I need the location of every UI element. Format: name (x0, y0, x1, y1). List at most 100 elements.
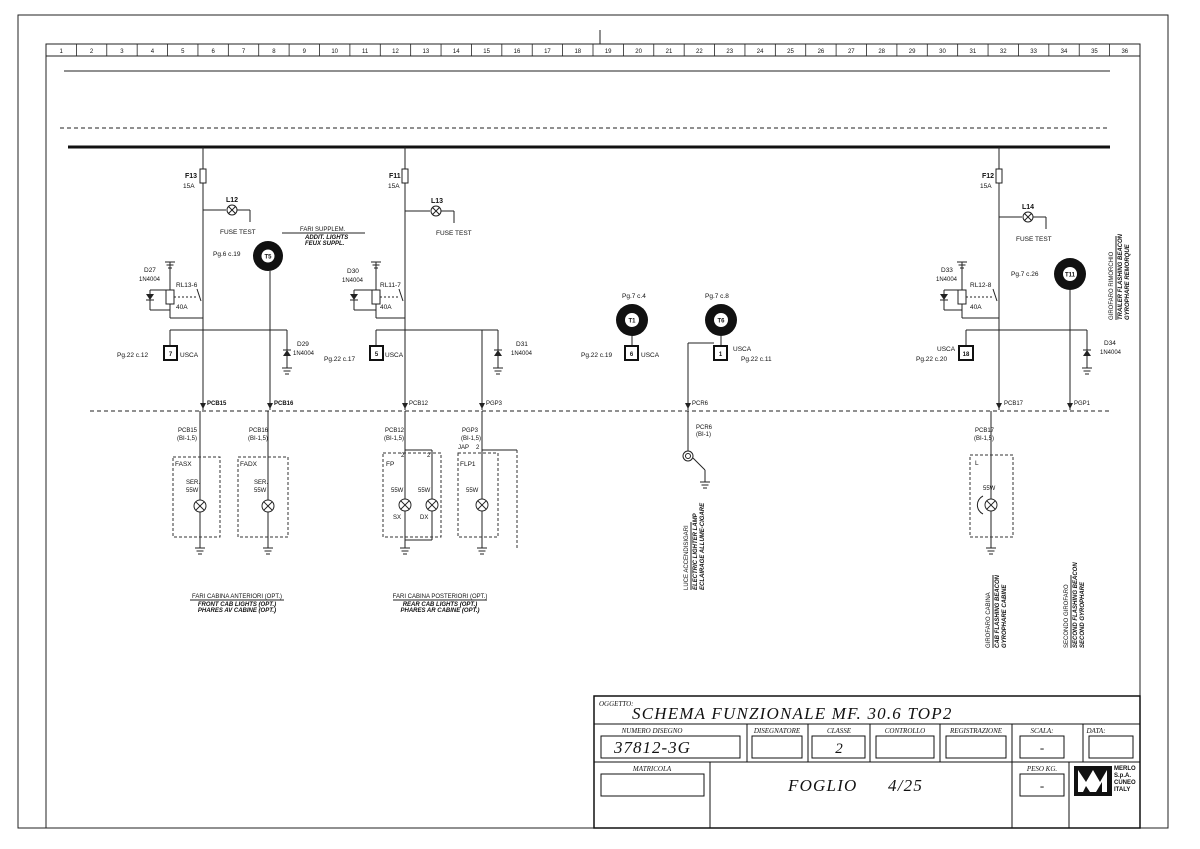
column-number: 3 (120, 49, 124, 55)
circuit-f13: F13 15A L12 FUSE TEST FARI SUPPLEM. ADDI… (117, 147, 365, 614)
fuse-rating: 15A (980, 183, 992, 190)
connector-number: 18 (963, 352, 970, 358)
fuse-label: F13 (185, 173, 197, 180)
diode2-type: 1N4004 (293, 351, 315, 357)
switch-label: T5 (264, 255, 272, 261)
vertical-label-en: ELECTRIC LIGHTER LAMP (693, 512, 699, 590)
wire-sub: (BI-1,5) (974, 436, 994, 442)
column-number: 14 (453, 49, 460, 55)
diode2-label: D31 (516, 341, 528, 348)
relay-rating: 40A (176, 304, 188, 311)
column-number: 1 (60, 49, 64, 55)
column-number: 26 (818, 49, 825, 55)
circuit-f11: F11 15A L13 FUSE TEST D30 1N4004 RL11-7 … (324, 147, 533, 614)
switch-ref: Pg.6 c.19 (213, 251, 241, 258)
lamp-label: L14 (1022, 204, 1034, 211)
vertical-label-en: TRAILER FLASHING BEACON (1118, 233, 1124, 320)
connector-label: USCA (385, 352, 404, 359)
header-label: FARI SUPPLEM. (300, 227, 346, 233)
column-number: 15 (483, 49, 490, 55)
lamp-spec: SER. (254, 480, 268, 486)
drawing-title: SCHEMA FUNZIONALE MF. 30.6 TOP2 (632, 704, 953, 723)
wire-label: PCB17 (1004, 401, 1024, 407)
column-number: 28 (878, 49, 885, 55)
jap-label: JAP (458, 445, 469, 451)
relay-label: RL11-7 (380, 282, 401, 289)
fuse-f11 (401, 168, 409, 184)
scala-value: - (1040, 740, 1044, 755)
connector-label: USCA (180, 352, 199, 359)
foglio-number: 4/25 (888, 776, 923, 795)
connector-ref: Pg.22 c.19 (581, 352, 612, 359)
vertical-label-en: SECOND FLASHING BEACON (1073, 562, 1079, 648)
column-number: 20 (635, 49, 642, 55)
relay-coil (371, 289, 381, 305)
wire-spec: PCB16 (249, 428, 269, 434)
connector-box (958, 345, 974, 361)
connector-label: USCA (937, 346, 956, 353)
pin-label: 2 (476, 445, 480, 451)
company-city: CUNEO (1114, 780, 1136, 786)
fuse-rating: 15A (183, 183, 195, 190)
column-number: 16 (514, 49, 521, 55)
connector-ref: Pg.22 c.20 (916, 356, 947, 363)
wire-label: PCB15 (207, 401, 227, 407)
connector-number: 6 (630, 352, 634, 358)
peso-value: - (1040, 778, 1044, 793)
header-label-en: ADDIT. LIGHTS (304, 235, 348, 241)
company-type: S.p.A. (1114, 773, 1131, 779)
wire-label: PGP3 (486, 401, 503, 407)
relay-label: RL12-8 (970, 282, 992, 289)
wire-sub: (BI-1,5) (248, 436, 268, 442)
fuse-test-label: FUSE TEST (1016, 236, 1052, 243)
data-label: DATA: (1085, 727, 1105, 735)
lamp-enclosure (457, 452, 499, 538)
title-block: OGGETTO: SCHEMA FUNZIONALE MF. 30.6 TOP2… (593, 695, 1141, 829)
column-number: 12 (392, 49, 399, 55)
lamp-enclosure (382, 452, 442, 538)
fuse-label: F12 (982, 173, 994, 180)
pin-label: 2 (401, 453, 405, 459)
pin-label: 2 (427, 453, 431, 459)
company-name: MERLO (1114, 766, 1136, 772)
column-number: 21 (666, 49, 673, 55)
vertical-label-en: CAB FLASHING BEACON (995, 574, 1001, 648)
column-number: 36 (1121, 49, 1128, 55)
diode-type: 1N4004 (139, 277, 161, 283)
column-number: 13 (423, 49, 430, 55)
registrazione-label: REGISTRAZIONE (949, 727, 1003, 735)
switch-ref: Pg.7 c.8 (705, 293, 729, 300)
connector-number: 7 (169, 352, 173, 358)
wire-sub: (BI-1) (696, 432, 711, 438)
wire-label: PGP1 (1074, 401, 1091, 407)
footer-label-fr: PHARES AR CABINE (OPT.) (400, 608, 479, 614)
wire-spec: PCB12 (385, 428, 405, 434)
column-number: 23 (726, 49, 733, 55)
fuse-f12 (995, 168, 1003, 184)
vertical-label-fr: GYROPHARE REMORQUE (1125, 243, 1131, 320)
column-number: 33 (1030, 49, 1037, 55)
lamp-enclosure (237, 456, 289, 538)
connector-box (713, 345, 728, 361)
relay-rating: 40A (380, 304, 392, 311)
lamp-spec: 55W (391, 488, 404, 494)
diode2-label: D34 (1104, 340, 1116, 347)
connector-ref: Pg.22 c.11 (741, 356, 772, 363)
wire-sub: (BI-1,5) (461, 436, 481, 442)
lamp-spec: 55W (254, 488, 267, 494)
vertical-label-fr: SECOND GYROPHARE (1080, 581, 1086, 648)
peso-label: PESO KG. (1026, 765, 1058, 773)
relay-coil (957, 289, 967, 305)
beacon-enclosure (969, 454, 1014, 538)
vertical-label: SECONDO GIROFARO (1064, 584, 1070, 648)
column-number: 32 (1000, 49, 1007, 55)
column-number: 7 (242, 49, 246, 55)
wire-sub: (BI-1,5) (177, 436, 197, 442)
fuse-rating: 15A (388, 183, 400, 190)
vertical-label-fr: ECLAIRAGE ALLUME-CIGARE (700, 502, 706, 590)
diode-type: 1N4004 (936, 277, 958, 283)
diode-type: 1N4004 (342, 278, 364, 284)
column-number: 6 (211, 49, 215, 55)
wire-sub: (BI-1,5) (384, 436, 404, 442)
